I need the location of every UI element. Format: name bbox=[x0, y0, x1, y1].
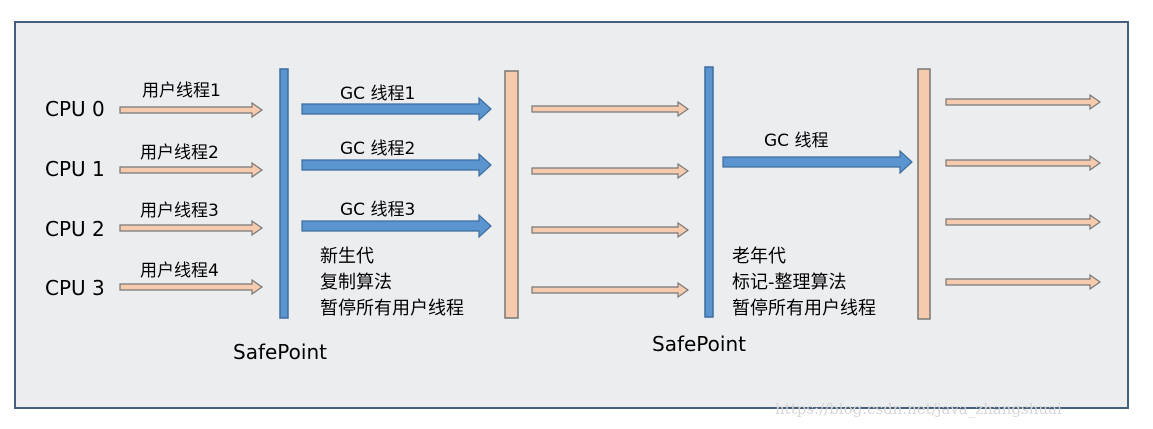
phase-end-bar-young bbox=[504, 70, 519, 319]
resumed-user-arrow-young-3 bbox=[531, 221, 690, 239]
user-thread-label-3: 用户线程3 bbox=[140, 201, 219, 221]
resumed-user-arrow-young-2 bbox=[531, 162, 690, 180]
young-note-line-3: 暂停所有用户线程 bbox=[320, 298, 464, 319]
user-thread-arrow-2 bbox=[119, 161, 264, 179]
resumed-user-arrow-old-2 bbox=[945, 154, 1102, 172]
user-thread-label-1: 用户线程1 bbox=[142, 81, 221, 101]
safepoint-bar-1 bbox=[279, 68, 289, 319]
young-gc-thread-label-1: GC 线程1 bbox=[340, 84, 415, 104]
watermark-text: https://blog.csdn.net/java_zhangshuai bbox=[775, 400, 1062, 418]
cpu-label-2: CPU 2 bbox=[45, 217, 105, 241]
young-gc-thread-label-2: GC 线程2 bbox=[340, 139, 415, 159]
young-note-line-2: 复制算法 bbox=[320, 272, 392, 293]
young-gc-thread-label-3: GC 线程3 bbox=[340, 200, 415, 220]
cpu-label-0: CPU 0 bbox=[45, 97, 105, 121]
user-thread-label-2: 用户线程2 bbox=[140, 143, 219, 163]
user-thread-arrow-3 bbox=[119, 219, 264, 237]
safepoint-label-2: SafePoint bbox=[652, 332, 746, 356]
young-note-line-1: 新生代 bbox=[320, 246, 374, 267]
user-thread-label-4: 用户线程4 bbox=[140, 261, 219, 281]
young-gc-arrow-2 bbox=[301, 152, 492, 178]
safepoint-bar-2 bbox=[704, 66, 714, 318]
phase-end-bar-old bbox=[917, 68, 931, 320]
resumed-user-arrow-young-4 bbox=[531, 281, 690, 299]
old-note-line-2: 标记-整理算法 bbox=[732, 272, 847, 293]
cpu-label-1: CPU 1 bbox=[45, 157, 105, 181]
old-note-line-3: 暂停所有用户线程 bbox=[732, 298, 876, 319]
old-gc-thread-label: GC 线程 bbox=[764, 131, 828, 151]
old-gc-arrow bbox=[722, 149, 913, 175]
cpu-label-3: CPU 3 bbox=[45, 276, 105, 300]
resumed-user-arrow-old-3 bbox=[945, 213, 1102, 231]
user-thread-arrow-4 bbox=[119, 278, 264, 296]
safepoint-label-1: SafePoint bbox=[233, 340, 327, 364]
resumed-user-arrow-old-4 bbox=[945, 273, 1102, 291]
diagram-frame bbox=[14, 21, 1129, 409]
young-gc-arrow-3 bbox=[301, 213, 492, 239]
old-note-line-1: 老年代 bbox=[732, 246, 786, 267]
resumed-user-arrow-young-1 bbox=[531, 100, 690, 118]
resumed-user-arrow-old-1 bbox=[945, 93, 1102, 111]
young-gc-arrow-1 bbox=[301, 96, 492, 122]
user-thread-arrow-1 bbox=[119, 101, 264, 119]
